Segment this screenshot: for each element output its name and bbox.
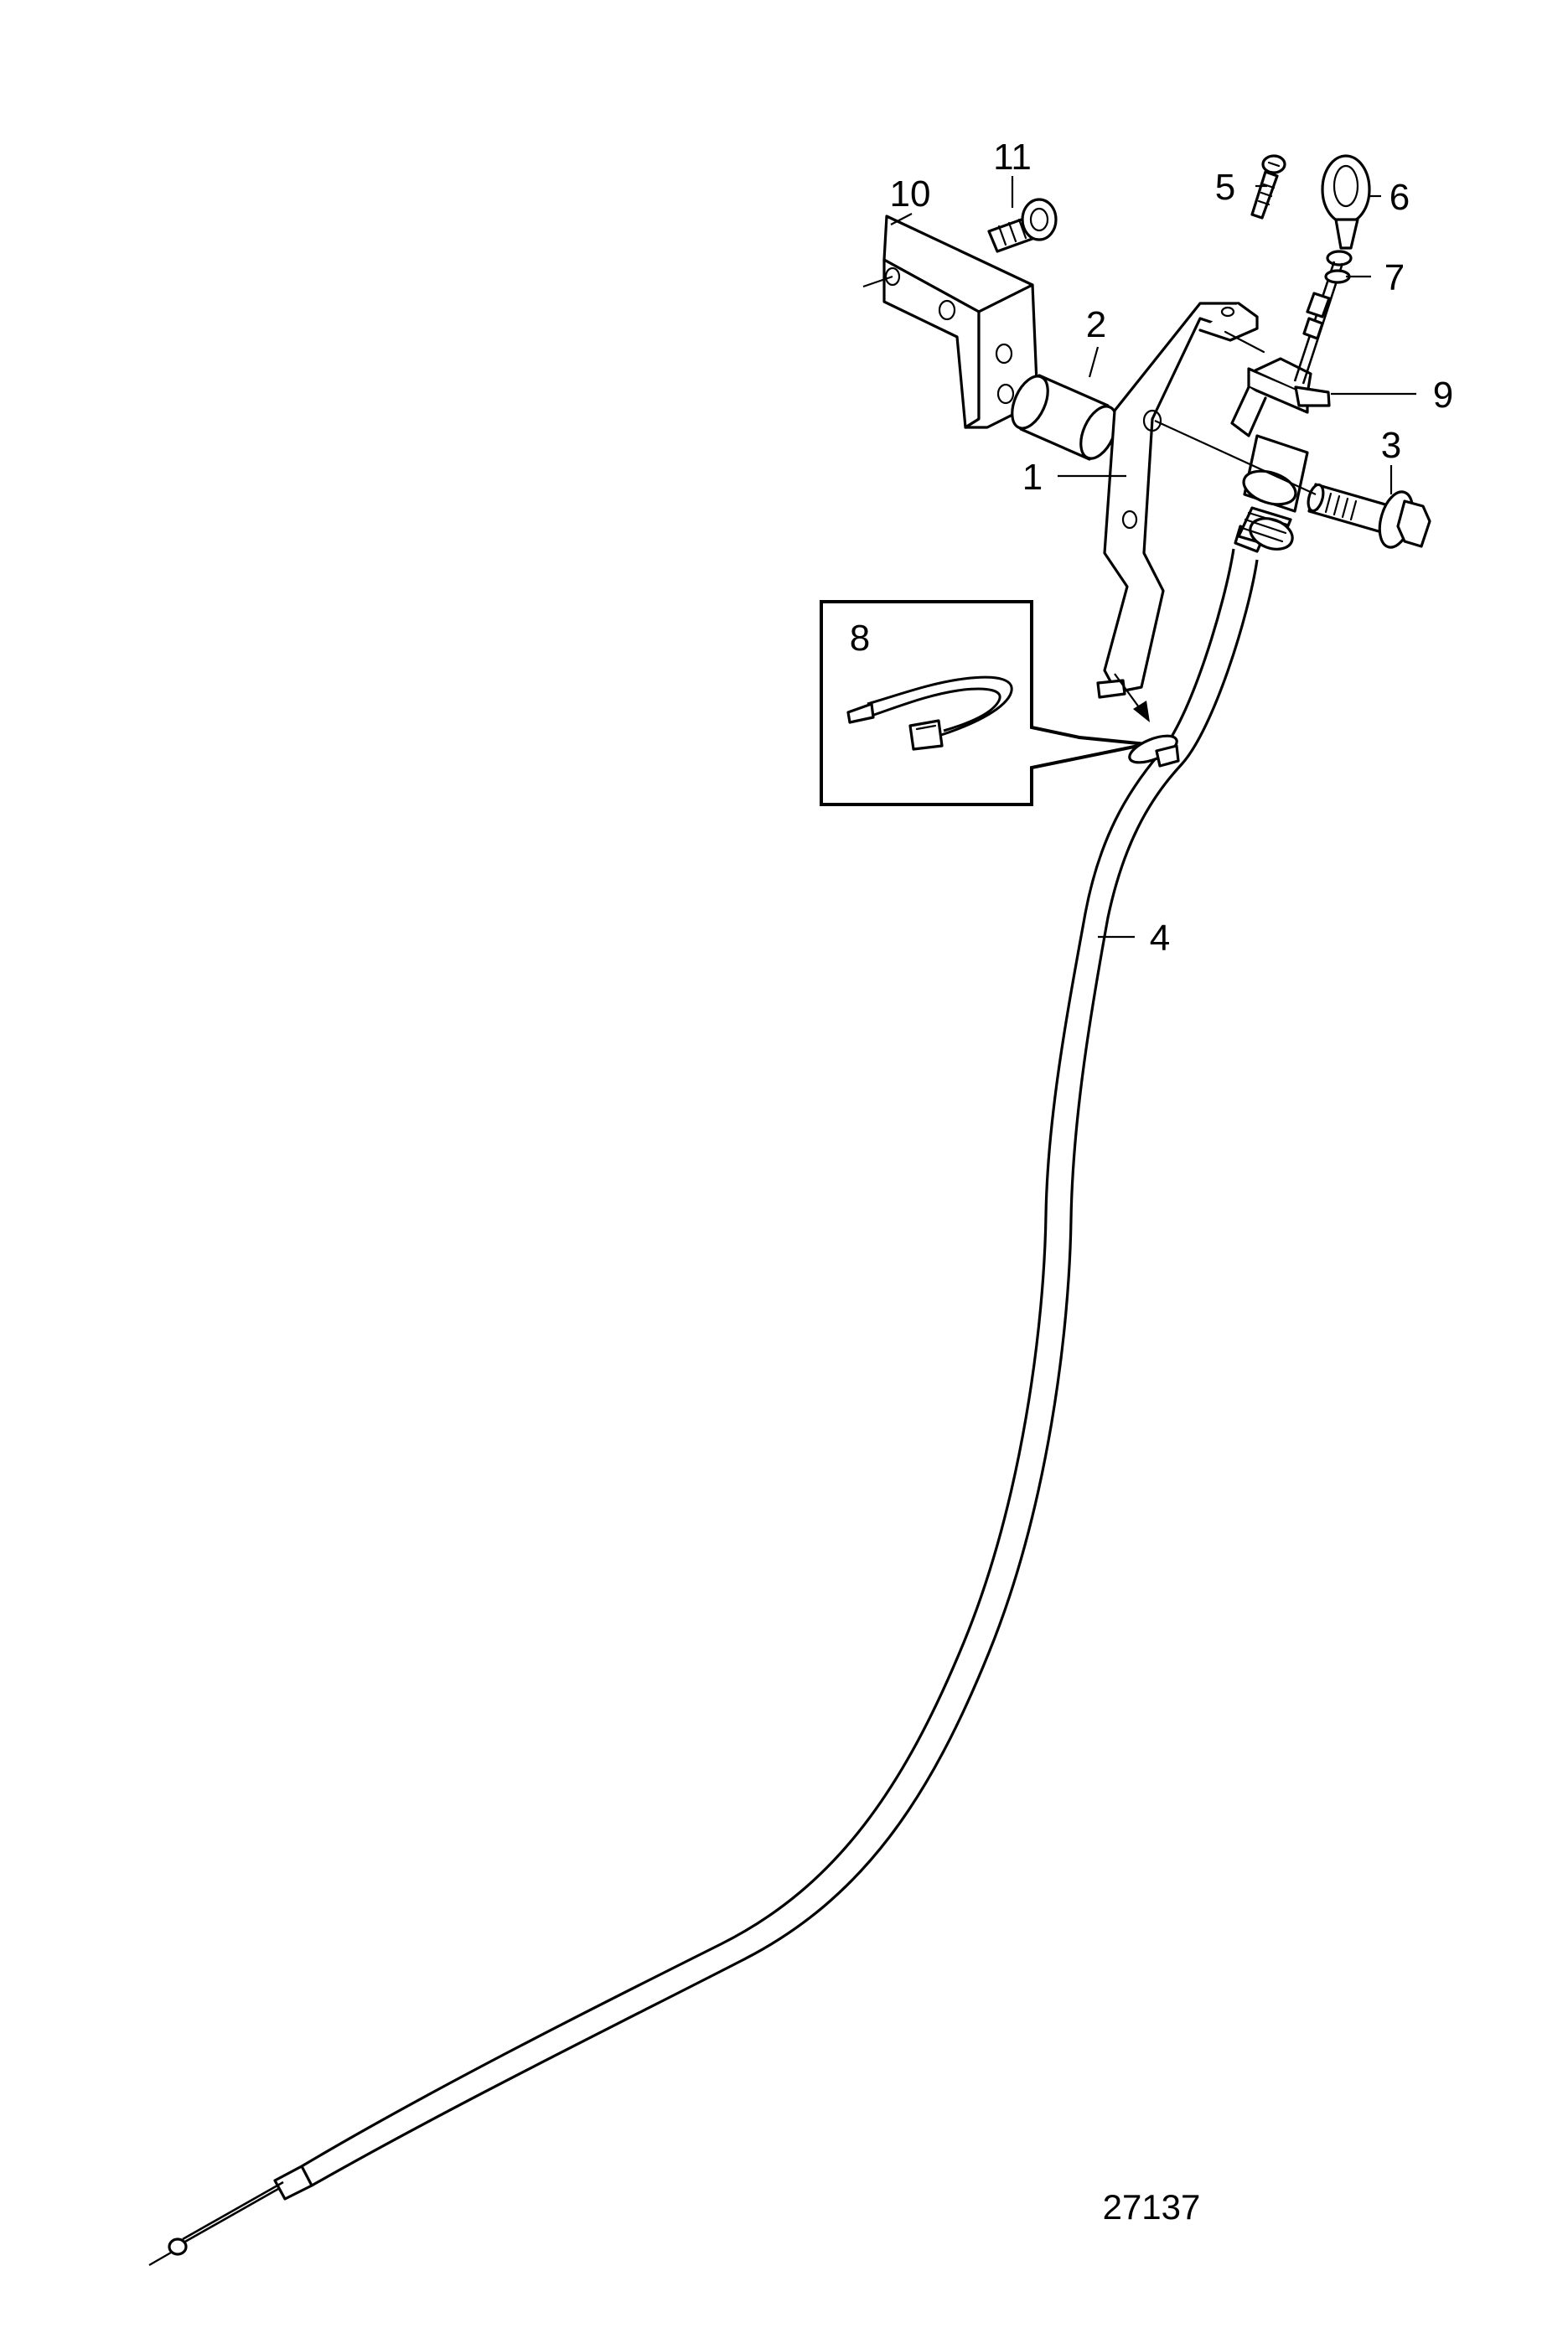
figure-number: 27137 (1103, 2187, 1201, 2227)
callout-8: 8 (850, 618, 870, 659)
callout-1: 1 (1022, 457, 1043, 498)
callout-5: 5 (1215, 167, 1235, 208)
spacer-part (1011, 374, 1118, 461)
angle-bracket-part (862, 215, 1039, 429)
tube-grommet-part (1237, 506, 1294, 551)
dipstick-tube-part (148, 506, 1294, 2266)
flange-bolt-part (1154, 420, 1431, 549)
dipstick-handle-part (1293, 154, 1371, 385)
tube-holder-part (1224, 330, 1331, 513)
flange-screw-part (987, 198, 1058, 253)
callout-11: 11 (993, 137, 1032, 178)
callout-4: 4 (1150, 918, 1170, 959)
callout-10: 10 (890, 173, 931, 215)
callout-9: 9 (1433, 375, 1453, 416)
cable-tie-inset (820, 600, 1147, 806)
cable-tie-part (846, 675, 1013, 751)
screw-part (1250, 154, 1286, 220)
callout-7: 7 (1384, 257, 1405, 298)
callout-2: 2 (1086, 304, 1106, 345)
support-bracket-part (1096, 302, 1259, 699)
o-ring-part (1324, 269, 1351, 284)
leader-10 (890, 213, 913, 225)
arrow-indicator (1114, 673, 1150, 722)
callout-6: 6 (1389, 177, 1410, 218)
callout-3: 3 (1381, 425, 1401, 466)
leader-2 (1088, 346, 1100, 378)
tube-cable-tie (1128, 734, 1180, 768)
